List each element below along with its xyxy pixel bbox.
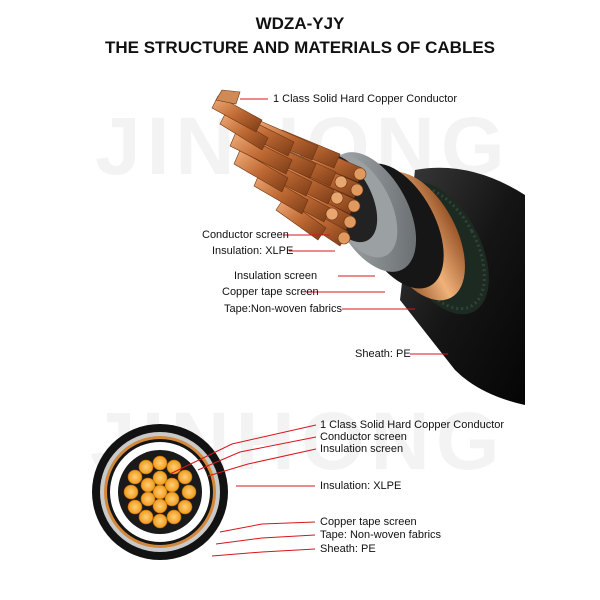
cs-leader-conductor-screen — [197, 436, 317, 471]
cs-leader-tape — [215, 534, 316, 545]
cross-section-leaders — [169, 424, 317, 557]
cross-section — [92, 424, 228, 560]
cs-label-tape: Tape: Non-woven fabrics — [320, 529, 442, 541]
side-label-sheath: Sheath: PE — [355, 348, 411, 360]
model-title: WDZA-YJY — [255, 14, 345, 33]
cs-label-conductor-screen: Conductor screen — [320, 431, 407, 443]
side-label-insulation: Insulation: XLPE — [212, 245, 294, 257]
side-label-copper-tape: Copper tape screen — [222, 286, 319, 298]
cs-label-insulation-screen: Insulation screen — [320, 443, 404, 455]
cs-leader-copper-tape — [219, 521, 316, 533]
cs-leader-sheath — [211, 548, 316, 557]
side-label-conductor: 1 Class Solid Hard Copper Conductor — [273, 93, 458, 105]
cs-label-insulation: Insulation: XLPE — [320, 480, 402, 492]
cs-label-copper-tape: Copper tape screen — [320, 516, 417, 528]
cs-conductor-strands — [123, 455, 197, 529]
side-view-leaders — [240, 98, 448, 355]
copper-conductor — [211, 89, 367, 247]
cs-label-conductor: 1 Class Solid Hard Copper Conductor — [320, 419, 505, 431]
side-label-insulation-screen: Insulation screen — [234, 270, 318, 282]
cs-leader-insulation-screen — [207, 448, 317, 477]
page-title: THE STRUCTURE AND MATERIALS OF CABLES — [104, 38, 496, 57]
side-label-tape: Tape:Non-woven fabrics — [224, 303, 343, 315]
side-label-conductor-screen: Conductor screen — [202, 229, 289, 241]
cs-leader-conductor — [169, 424, 317, 475]
cs-label-sheath: Sheath: PE — [320, 543, 376, 555]
